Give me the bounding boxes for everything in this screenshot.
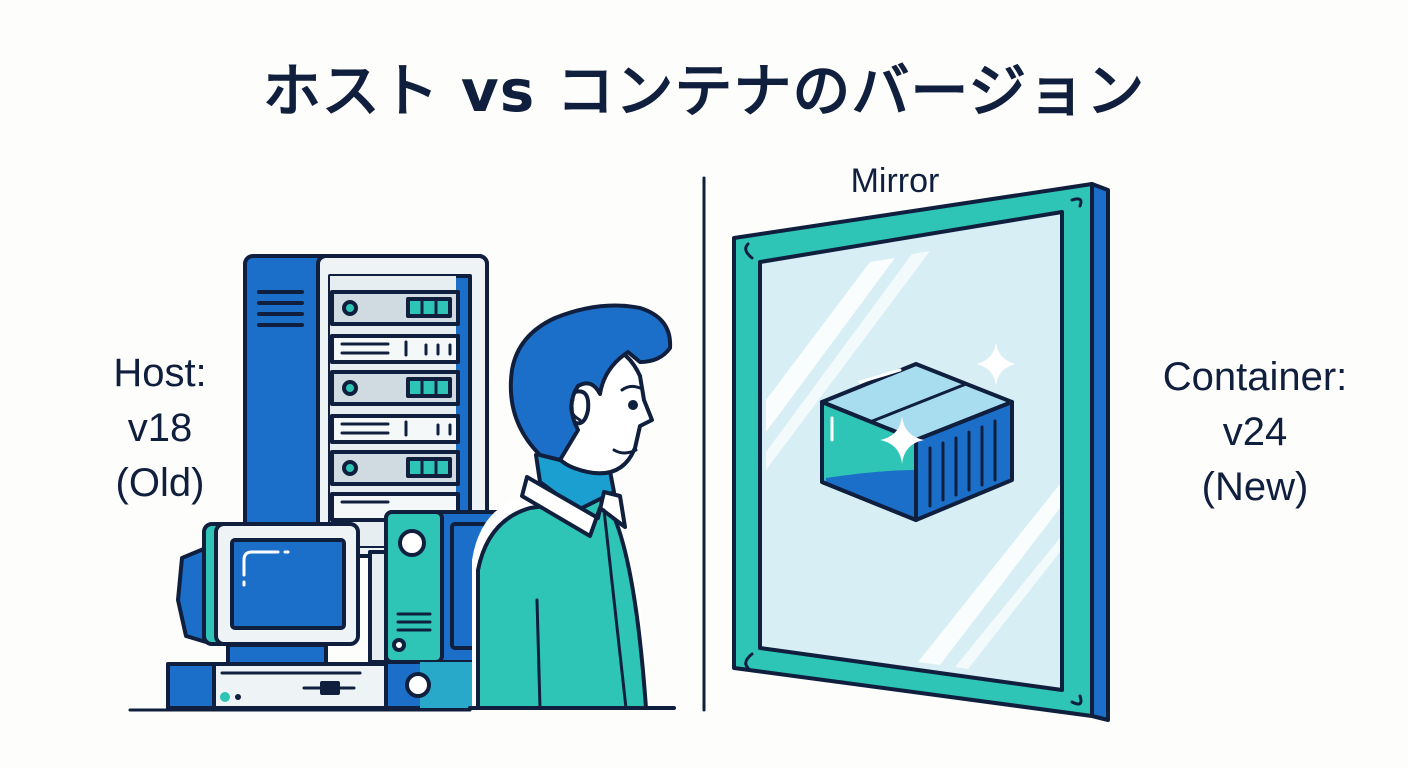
page-title: ホスト vs コンテナのバージョン — [262, 57, 1146, 125]
host-label-name: Host: — [113, 351, 207, 395]
host-label-version: v18 — [127, 406, 193, 450]
mirror-icon — [732, 182, 1110, 722]
sparkle-icon — [880, 342, 1016, 464]
person-icon — [468, 303, 676, 710]
shipping-container-icon — [820, 362, 1014, 522]
container-label-status: (New) — [1201, 465, 1309, 509]
mirror-label: Mirror — [850, 162, 940, 200]
host-label-status: (Old) — [115, 461, 205, 505]
container-version-label: Container: v24 (New) — [1120, 350, 1390, 515]
server-rack-icon — [243, 254, 489, 558]
container-label-name: Container: — [1162, 355, 1348, 399]
container-label-version: v24 — [1222, 410, 1288, 454]
host-version-label: Host: v18 (Old) — [70, 346, 250, 511]
crt-computer-icon — [166, 522, 388, 710]
